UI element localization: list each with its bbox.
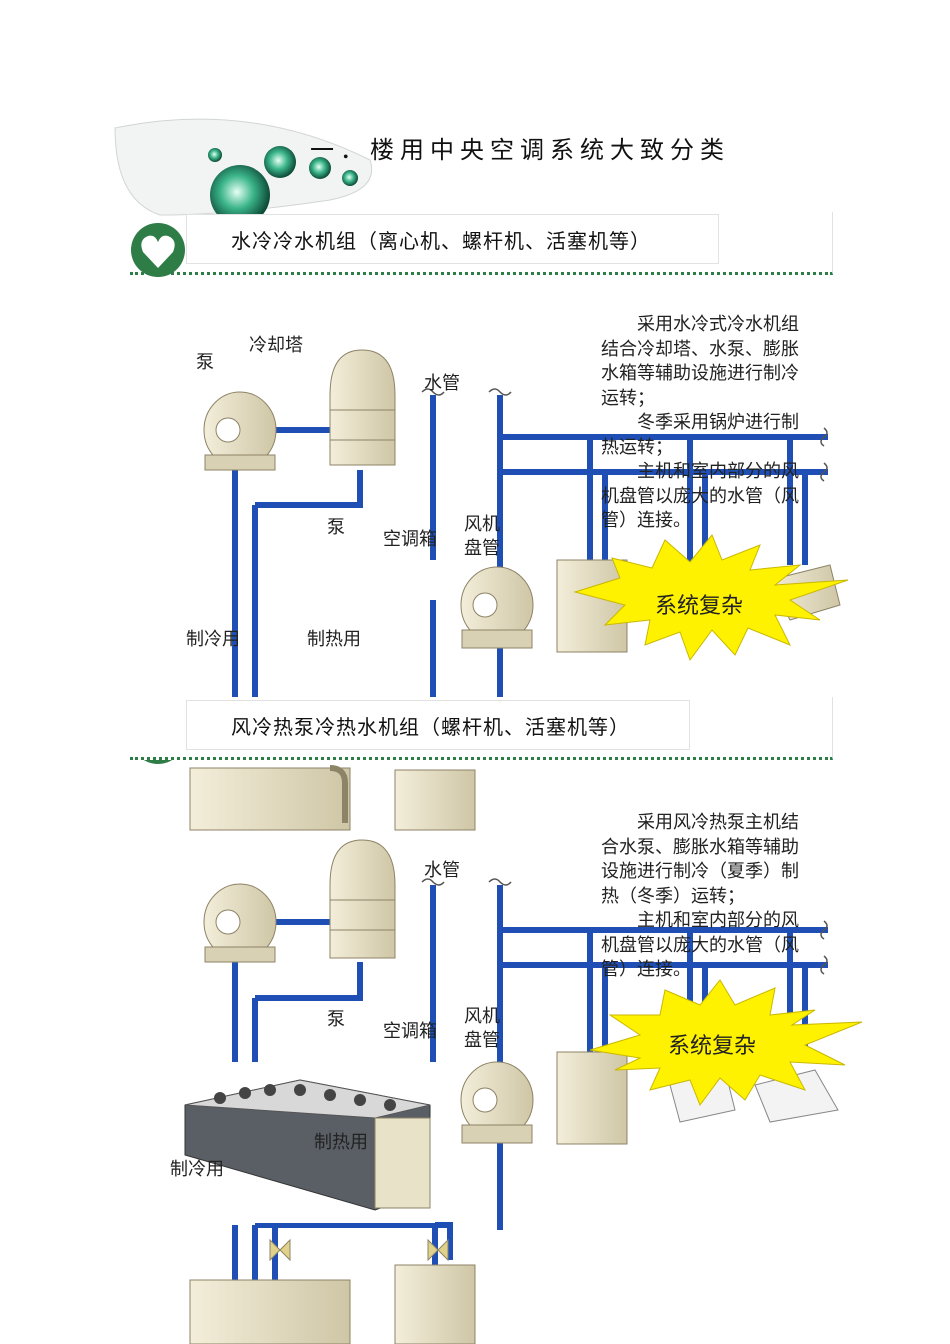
label-fan-coil: 风机 盘管 (464, 514, 500, 559)
label-cooling-tower: 冷却塔 (249, 335, 303, 356)
label-water-pipe: 水管 (424, 860, 460, 881)
page-title: 一．楼用中央空调系统大致分类 (310, 136, 730, 164)
description-paragraph: 主机和室内部分的风机盘管以庞大的水管（风管）连接。 (601, 910, 799, 980)
header-decoration (114, 118, 372, 225)
section-heading-2: 风冷热泵冷热水机组（螺杆机、活塞机等） (186, 700, 690, 750)
chiller-unit-icon (189, 765, 476, 831)
fan-coil-pump-icon (460, 566, 534, 649)
cooling-tower-icon (329, 839, 396, 959)
burst-shape (589, 979, 863, 1107)
description-2: 采用风冷热泵主机结合水泵、膨胀水箱等辅助设施进行制冷（夏季）制热（冬季）运转； … (601, 811, 811, 983)
burst-shape (573, 534, 849, 662)
pump-icon (203, 883, 277, 963)
burst-label: 系统复杂 (668, 1034, 757, 1059)
label-heating-use: 制热用 (314, 1132, 368, 1153)
pump-icon (203, 391, 277, 471)
label-air-handling-unit: 空调箱 (383, 1021, 437, 1042)
label-pump: 泵 (327, 1009, 345, 1030)
fan-coil-pump-icon (460, 1061, 534, 1144)
description-1: 采用水冷式冷水机组结合冷却塔、水泵、膨胀水箱等辅助设施进行制冷运转； 冬季采用锅… (601, 313, 811, 534)
burst-label: 系统复杂 (655, 594, 744, 619)
description-paragraph: 采用水冷式冷水机组结合冷却塔、水泵、膨胀水箱等辅助设施进行制冷运转； (601, 314, 799, 409)
description-paragraph: 冬季采用锅炉进行制热运转； (601, 412, 799, 458)
pipe-break-marks-1 (421, 388, 828, 482)
label-cooling-use: 制冷用 (186, 629, 240, 650)
description-paragraph: 采用风冷热泵主机结合水泵、膨胀水箱等辅助设施进行制冷（夏季）制热（冬季）运转； (601, 812, 799, 907)
air-cooled-heat-pump-icon (160, 1063, 435, 1223)
section-heading-1: 水冷冷水机组（离心机、螺杆机、活塞机等） (186, 214, 719, 264)
description-paragraph: 主机和室内部分的风机盘管以庞大的水管（风管）连接。 (601, 461, 799, 531)
label-pump: 泵 (327, 517, 345, 538)
label-air-handling-unit: 空调箱 (383, 529, 437, 550)
section-divider (130, 212, 833, 275)
label-heating-use: 制热用 (307, 629, 361, 650)
label-water-pipe: 水管 (424, 373, 460, 394)
pipe-break-marks-2 (421, 878, 828, 975)
label-cooling-use: 制冷用 (170, 1159, 224, 1180)
air-handling-unit-icon (556, 1051, 628, 1145)
label-fan-coil: 风机 盘管 (464, 1006, 500, 1051)
chiller-unit-icon (189, 1238, 476, 1344)
heart-icon (131, 223, 185, 277)
cooling-tower-icon (329, 349, 396, 466)
label-pump: 泵 (196, 352, 214, 373)
